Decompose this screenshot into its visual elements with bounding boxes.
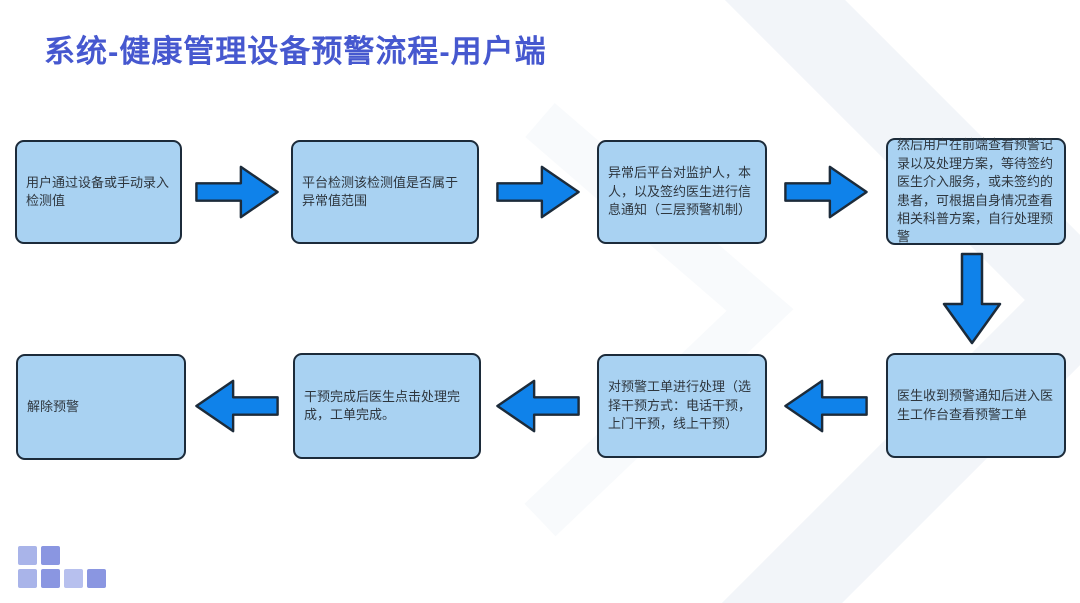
deco-square <box>18 546 37 565</box>
flow-box-step-3-label: 异常后平台对监护人，本人，以及签约医生进行信息通知（三层预警机制） <box>608 165 752 218</box>
flow-box-step-1-label: 用户通过设备或手动录入检测值 <box>26 174 170 208</box>
deco-square <box>87 569 106 588</box>
flow-box-step-2-label: 平台检测该检测值是否属于异常值范围 <box>302 174 459 208</box>
flow-box-step-8-label: 解除预警 <box>27 398 80 414</box>
flow-box-step-4-label: 然后用户在前端查看预警记录以及处理方案，等待签约医生介入服务，或未签约的患者，可… <box>897 137 1054 245</box>
arrow-down-icon <box>942 252 1002 345</box>
deco-square <box>41 569 60 588</box>
flow-box-step-1: 用户通过设备或手动录入检测值 <box>15 140 182 244</box>
arrow-left-icon-2 <box>496 379 580 433</box>
flow-box-step-5: 医生收到预警通知后进入医生工作台查看预警工单 <box>886 353 1066 458</box>
arrow-left-icon-3 <box>195 379 279 433</box>
flow-box-step-5-label: 医生收到预警通知后进入医生工作台查看预警工单 <box>897 388 1054 422</box>
deco-square <box>18 569 37 588</box>
deco-square <box>41 546 60 565</box>
page-title: 系统-健康管理设备预警流程-用户端 <box>44 34 547 69</box>
arrow-left-icon-1 <box>784 379 868 433</box>
flow-box-step-6-label: 对预警工单进行处理（选择干预方式：电话干预，上门干预，线上干预） <box>608 379 752 432</box>
flow-box-step-7: 干预完成后医生点击处理完成，工单完成。 <box>293 353 481 459</box>
flow-box-step-6: 对预警工单进行处理（选择干预方式：电话干预，上门干预，线上干预） <box>597 354 767 458</box>
deco-square <box>64 569 83 588</box>
arrow-right-icon-2 <box>496 165 580 219</box>
flow-box-step-3: 异常后平台对监护人，本人，以及签约医生进行信息通知（三层预警机制） <box>597 140 767 244</box>
arrow-right-icon-3 <box>784 165 868 219</box>
arrow-right-icon-1 <box>195 165 279 219</box>
flow-box-step-7-label: 干预完成后医生点击处理完成，工单完成。 <box>304 388 461 422</box>
flow-box-step-8: 解除预警 <box>16 354 186 460</box>
flow-box-step-4: 然后用户在前端查看预警记录以及处理方案，等待签约医生介入服务，或未签约的患者，可… <box>886 137 1066 245</box>
flow-box-step-2: 平台检测该检测值是否属于异常值范围 <box>291 140 479 244</box>
